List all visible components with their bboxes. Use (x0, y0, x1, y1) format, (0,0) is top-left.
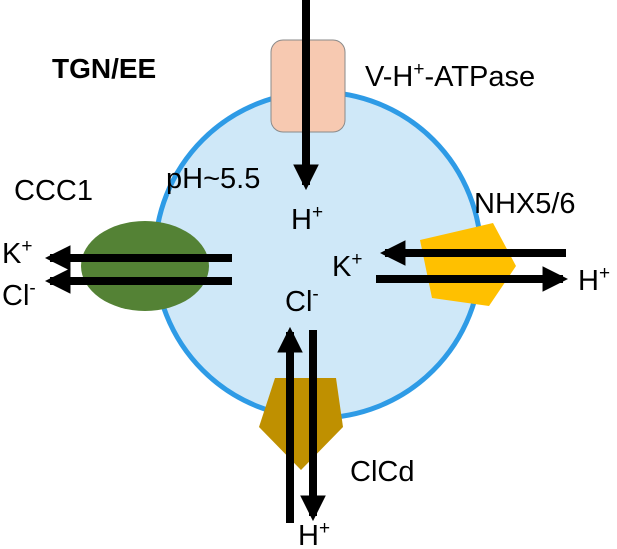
k-ion-lumen-label: K+ (332, 249, 362, 283)
ccc1-transporter (81, 221, 209, 311)
cl-ion-outside-label: Cl- (2, 278, 36, 312)
clcd-label: ClCd (350, 456, 414, 488)
h-ion-outside-bottom-label: H+ (298, 518, 330, 549)
ccc1-label: CCC1 (14, 175, 93, 207)
h-ion-lumen-label: H+ (291, 202, 323, 236)
v-atpase-label: V-H+-ATPase (365, 59, 535, 93)
flux-arrows (44, 0, 569, 523)
compartment-label: TGN/EE (52, 53, 156, 84)
clcd-channel (259, 378, 343, 470)
nhx-label: NHX5/6 (474, 188, 576, 220)
h-ion-outside-right-label: H+ (578, 263, 610, 297)
cl-ion-lumen-label: Cl- (285, 284, 319, 318)
k-ion-outside-label: K+ (2, 236, 32, 270)
lumen-ph-label: pH~5.5 (166, 163, 260, 195)
nhx-antiporter (420, 223, 516, 306)
